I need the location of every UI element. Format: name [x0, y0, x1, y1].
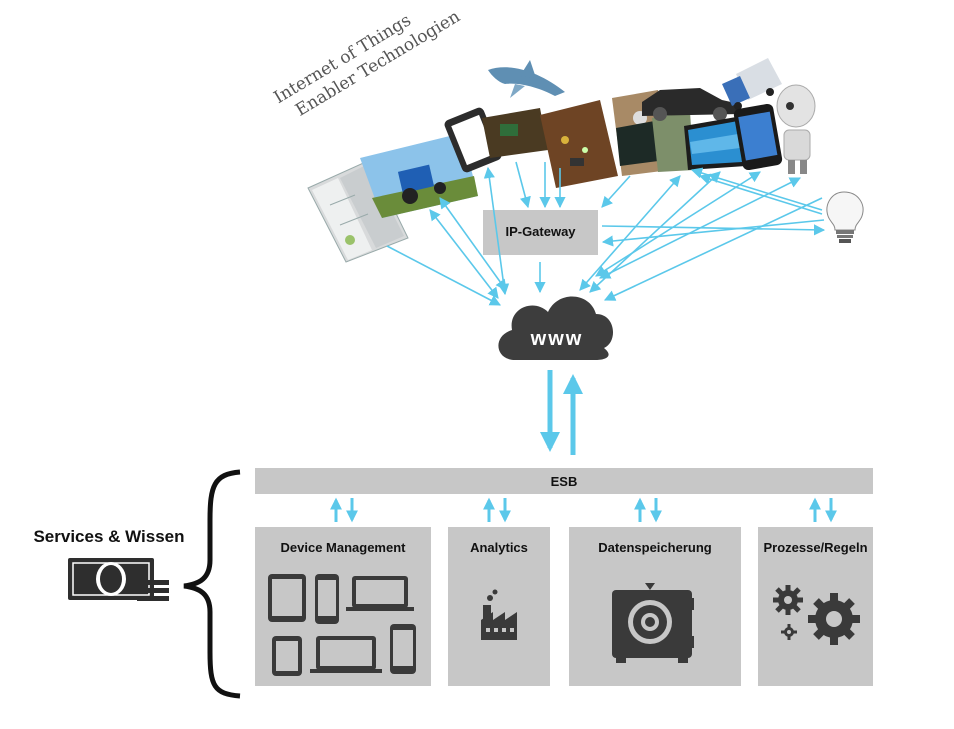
module-analytics [448, 527, 550, 686]
truck-icon [722, 58, 782, 110]
smartphone-icon [733, 103, 783, 171]
devices-icon [268, 574, 416, 676]
ip-gateway-label: IP-Gateway [505, 224, 576, 239]
shark-icon [488, 60, 565, 98]
robot-icon [776, 84, 816, 174]
iot-arrows [386, 161, 826, 306]
esb-label: ESB [550, 474, 578, 489]
module-label-device-management: Device Management [280, 540, 406, 555]
car-icon [642, 88, 740, 121]
lightbulb-icon [826, 191, 864, 243]
services-label: Services & Wissen [33, 527, 185, 546]
fridge-icon [307, 159, 409, 263]
cloud-esb-arrows [540, 370, 583, 455]
module-label-datenspeicherung: Datenspeicherung [598, 540, 712, 555]
www-label: www [530, 328, 584, 350]
module-label-analytics: Analytics [470, 540, 528, 555]
tv-icon [684, 116, 746, 170]
money-icon [68, 558, 169, 601]
curly-brace [183, 469, 241, 699]
gears-icon [773, 585, 860, 645]
tractor-icon [360, 133, 478, 218]
module-prozesse-regeln [758, 527, 873, 686]
safe-icon [612, 583, 694, 663]
www-cloud [498, 296, 614, 360]
esb-module-arrows [330, 497, 837, 523]
esb-bar [255, 468, 873, 494]
factory-icon [481, 589, 517, 640]
module-label-prozesse-regeln: Prozesse/Regeln [763, 540, 868, 555]
